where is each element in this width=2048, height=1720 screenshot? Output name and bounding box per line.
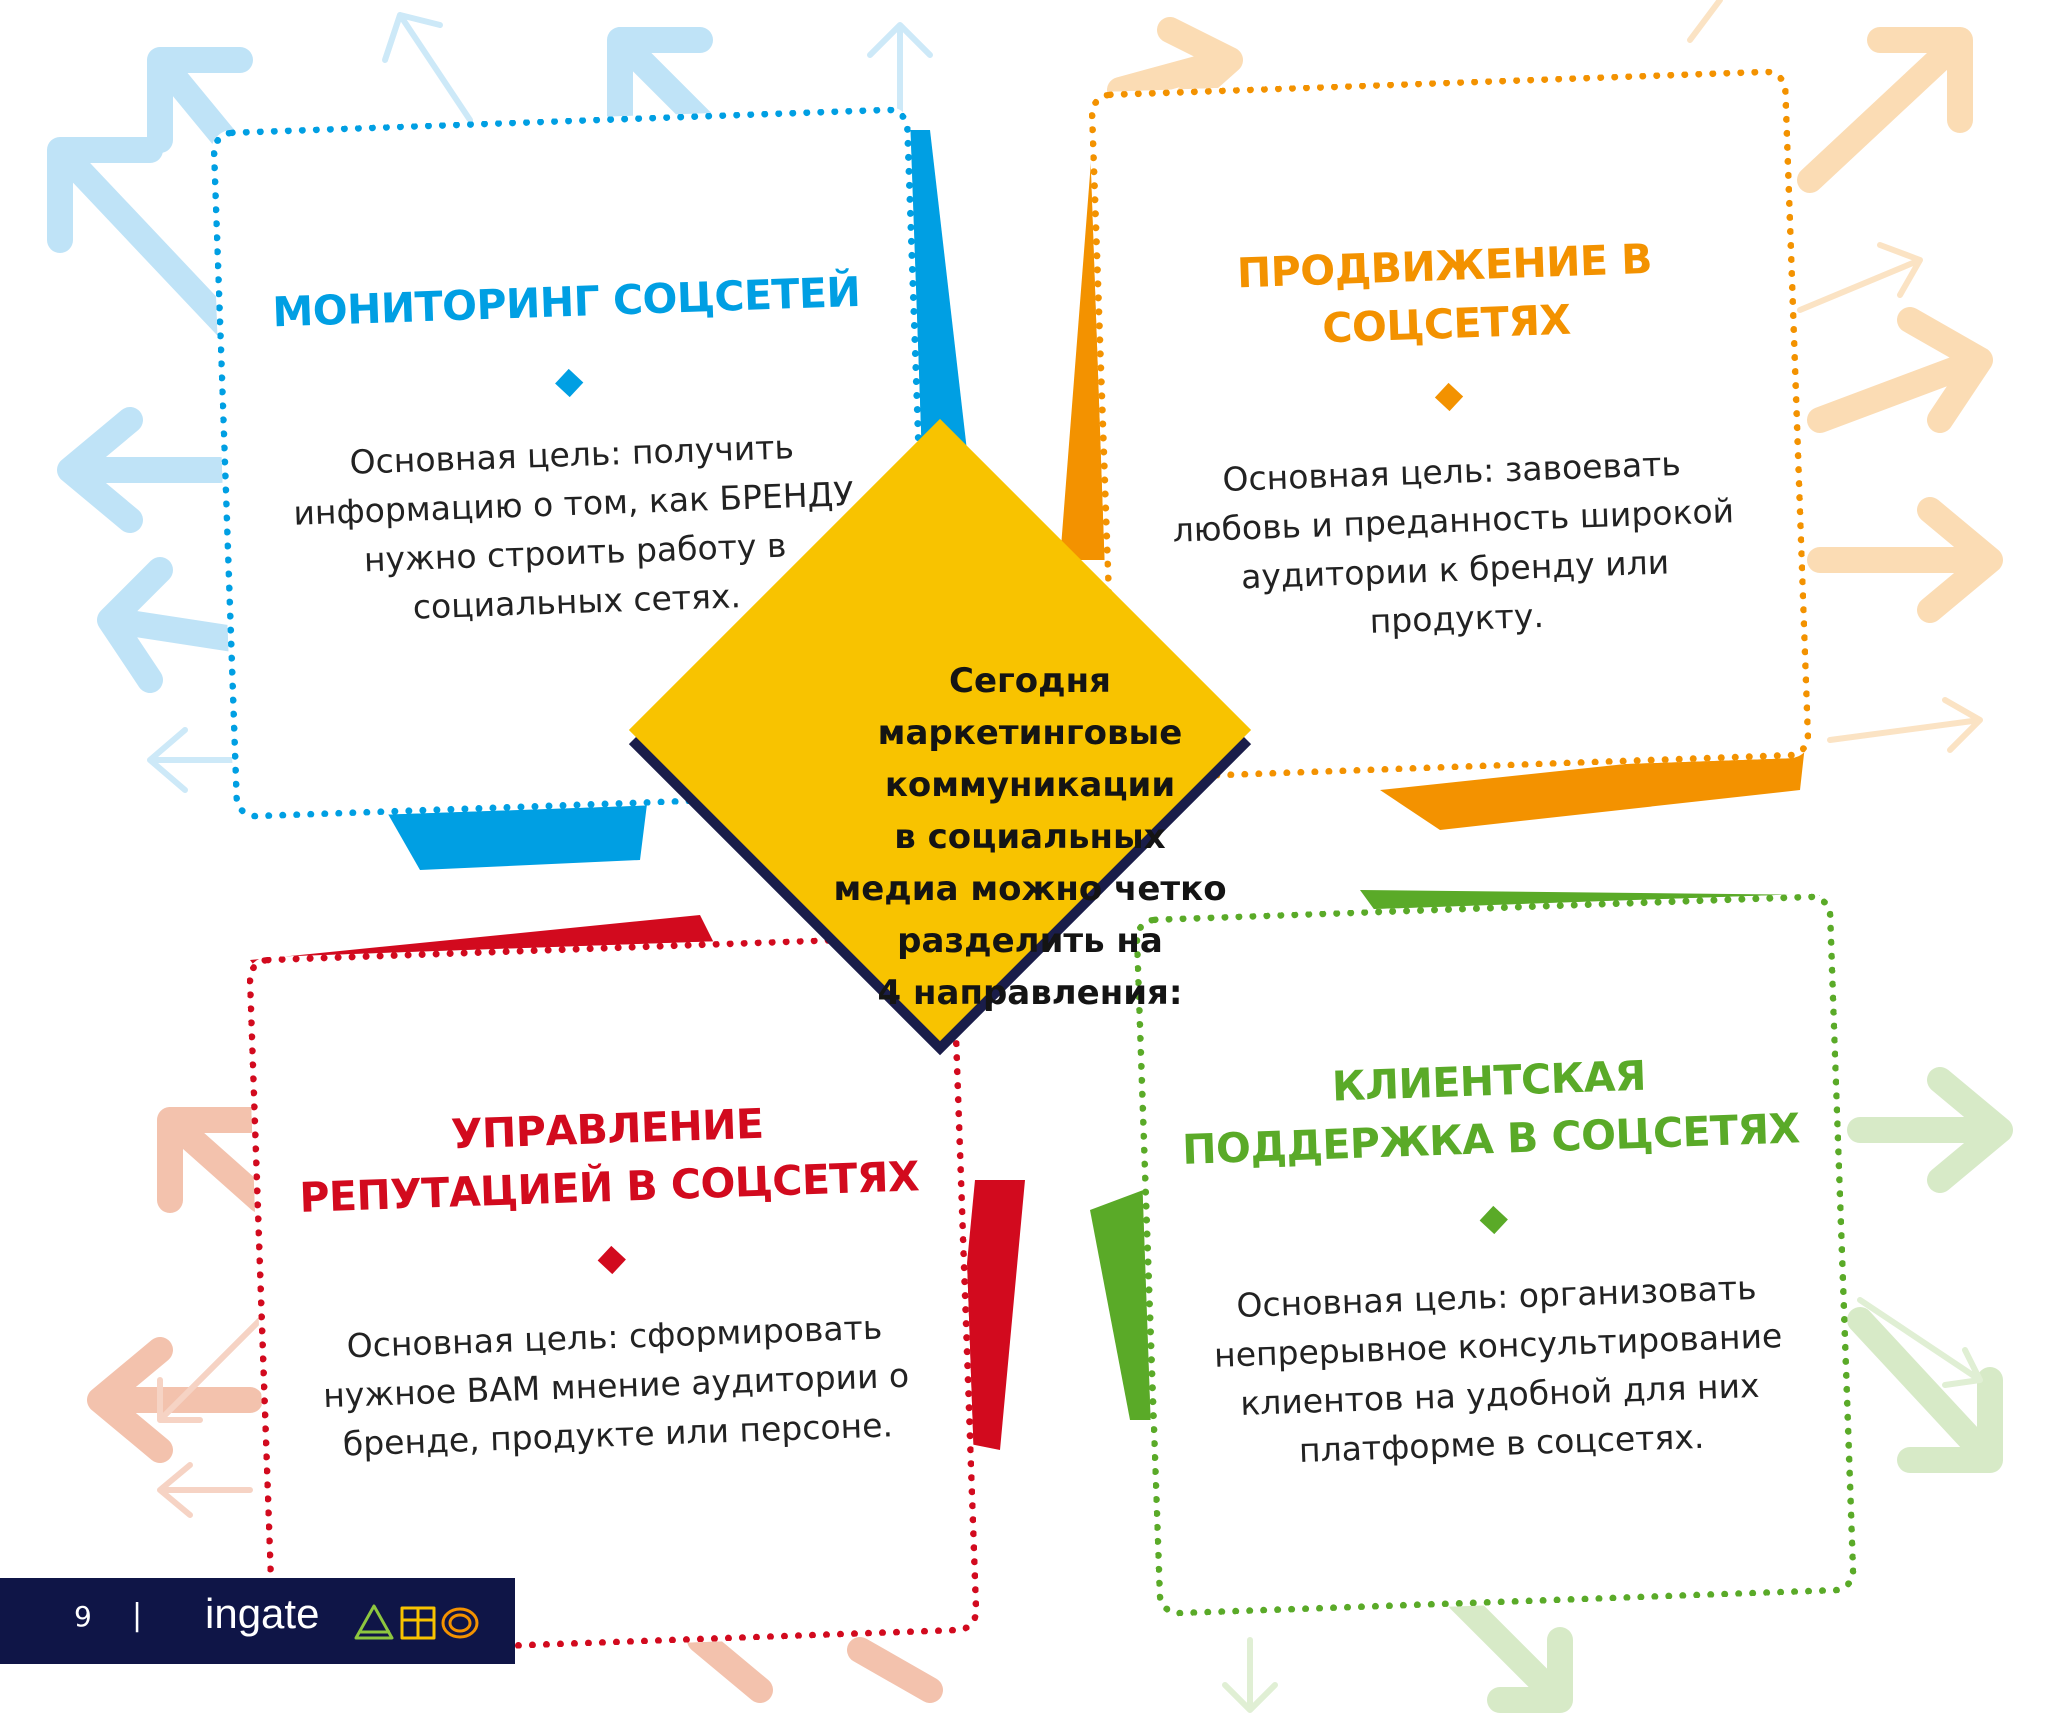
brand-logo-icon: [354, 1604, 479, 1640]
center-text-line: 4 направления:: [877, 973, 1183, 1013]
card-monitoring-diamond-icon: [555, 368, 584, 398]
card-monitoring-title-line: МОНИТОРИНГ СОЦСЕТЕЙ: [271, 267, 862, 337]
card-reputation-diamond-icon: [597, 1245, 626, 1275]
center-text-line: коммуникации: [884, 765, 1176, 805]
card-support-text: Основная цель: организовать непрерывное …: [1193, 1261, 1805, 1478]
card-support-diamond-icon: [1479, 1205, 1508, 1235]
orange-connector-base: [1380, 745, 1805, 830]
brand-name: ingate: [205, 1590, 320, 1637]
card-promotion-title: ПРОДВИЖЕНИЕ В СОЦСЕТЯХ: [1131, 226, 1761, 364]
card-reputation-title: УПРАВЛЕНИЕ РЕПУТАЦИЕЙ В СОЦСЕТЯХ: [288, 1089, 928, 1227]
card-reputation: УПРАВЛЕНИЕ РЕПУТАЦИЕЙ В СОЦСЕТЯХ Основна…: [246, 932, 980, 1658]
card-reputation-text: Основная цель: сформировать нужное ВАМ м…: [306, 1301, 927, 1469]
page-footer: 9 | ingate: [0, 1578, 515, 1664]
center-text-line: разделить на: [897, 921, 1163, 961]
center-text-line: Сегодня: [949, 661, 1111, 701]
card-support-title: КЛИЕНТСКАЯ ПОДДЕРЖКА В СОЦСЕТЯХ: [1175, 1041, 1805, 1179]
center-text-line: маркетинговые: [877, 713, 1183, 753]
center-text-line: медиа можно четко: [833, 869, 1227, 909]
card-promotion-diamond-icon: [1434, 382, 1464, 412]
center-text: Сегодня маркетинговые коммуникации в соц…: [800, 655, 1260, 1019]
page-number: 9: [74, 1600, 92, 1633]
card-promotion-text: Основная цель: завоевать любовь и предан…: [1148, 436, 1760, 653]
center-text-line: в социальных: [894, 817, 1166, 857]
card-monitoring-title: МОНИТОРИНГ СОЦСЕТЕЙ: [253, 262, 881, 342]
footer-separator: |: [132, 1598, 143, 1633]
